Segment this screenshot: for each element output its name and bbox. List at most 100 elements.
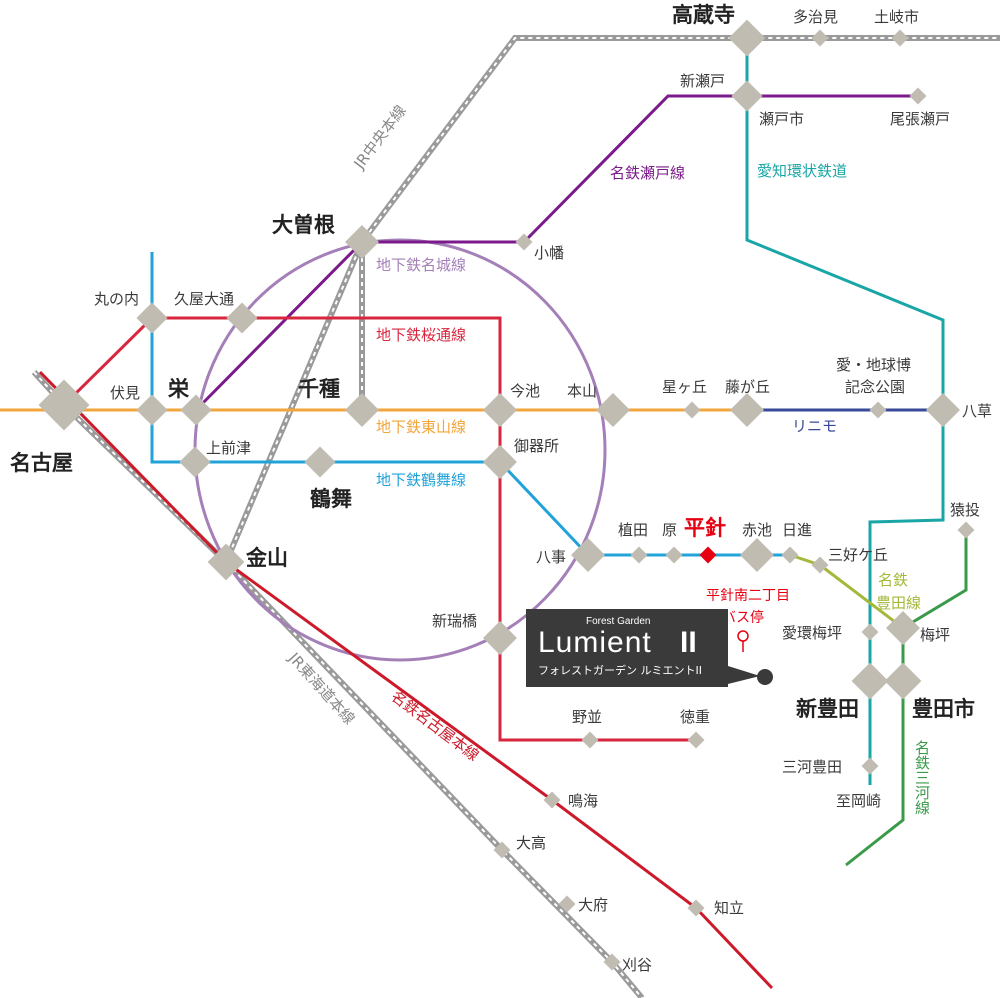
node-hara[interactable]: [665, 546, 683, 564]
node-shinmizuhashi[interactable]: [483, 621, 517, 655]
station-akaike: 赤池: [742, 521, 772, 539]
line-label-aichi-loop: 愛知環状鉄道: [757, 162, 847, 180]
bus-stop-label: バス停: [722, 609, 764, 626]
node-shintoyota[interactable]: [851, 662, 889, 700]
node-fushimi[interactable]: [136, 394, 168, 426]
line-label-sakuradori: 地下鉄桜通線: [376, 326, 466, 344]
station-motoyama: 本山: [567, 382, 597, 400]
station-hirabari: 平針: [684, 516, 726, 540]
property-tagline: Forest Garden: [586, 616, 650, 627]
station-miyoshi: 三好ケ丘: [828, 546, 888, 564]
line-label-meitetsu-mikawa: 名鉄三河線: [913, 740, 931, 815]
node-toki[interactable]: [891, 29, 909, 47]
sakuradori-line: [62, 316, 696, 742]
node-marunouchi[interactable]: [136, 302, 168, 334]
node-hirabari[interactable]: [699, 546, 717, 564]
property-name: Lumient: [538, 626, 652, 659]
node-kanayama[interactable]: [207, 543, 245, 581]
node-setoshi[interactable]: [731, 80, 763, 112]
station-sakae: 栄: [167, 377, 190, 401]
node-tsurumai[interactable]: [304, 446, 336, 478]
node-odaka[interactable]: [493, 841, 511, 859]
station-owariseto: 尾張瀬戸: [890, 110, 950, 128]
station-toki: 土岐市: [874, 8, 919, 26]
line-label-meitetsu-seto: 名鉄瀬戸線: [610, 164, 685, 182]
property-callout: Forest Garden Lumient II フォレストガーデン ルミエント…: [526, 609, 773, 687]
node-narumi[interactable]: [543, 791, 561, 809]
node-chikusa[interactable]: [345, 393, 379, 427]
node-imaike[interactable]: [483, 393, 517, 427]
station-nagoya: 名古屋: [10, 451, 73, 475]
node-kozoji[interactable]: [728, 19, 766, 57]
node-ozone[interactable]: [345, 225, 379, 259]
station-hisaya: 久屋大通: [174, 290, 234, 308]
node-kariya[interactable]: [603, 953, 621, 971]
node-ueda[interactable]: [630, 546, 648, 564]
node-expo[interactable]: [869, 401, 887, 419]
station-ozone: 大曽根: [272, 213, 335, 237]
bus-stop-name: 平針南二丁目: [706, 588, 790, 604]
station-shinmizuhashi: 新瑞橋: [432, 612, 477, 630]
node-motoyama[interactable]: [596, 393, 630, 427]
station-yakusa: 八草: [962, 402, 992, 420]
node-umetsubo[interactable]: [886, 611, 920, 645]
node-owariseto[interactable]: [909, 87, 927, 105]
station-kozoji: 高蔵寺: [672, 3, 735, 27]
station-nonami: 野並: [572, 708, 602, 726]
node-sakae[interactable]: [180, 394, 212, 426]
station-aikan-umetsubo: 愛環梅坪: [782, 624, 842, 642]
station-expo-2: 記念公園: [845, 378, 905, 396]
property-subtitle: フォレストガーデン ルミエントII: [538, 663, 702, 677]
station-obata: 小幡: [534, 244, 564, 262]
meitetsu-toyota-line: [789, 553, 904, 630]
jr-chuo-line: [223, 35, 1000, 564]
station-toyotashi: 豊田市: [912, 697, 975, 721]
line-label-linimo: リニモ: [792, 417, 837, 435]
station-fushimi: 伏見: [110, 384, 140, 402]
node-nisshin[interactable]: [781, 546, 799, 564]
station-sanagi: 猿投: [950, 501, 980, 519]
line-label-jr-chuo: JR中央本線: [350, 102, 410, 173]
station-narumi: 鳴海: [568, 792, 598, 810]
line-label-tsurumai: 地下鉄鶴舞線: [376, 471, 466, 489]
node-sanagi[interactable]: [957, 521, 975, 539]
station-ueda: 植田: [618, 521, 648, 539]
station-kanayama: 金山: [245, 546, 288, 570]
station-nisshin: 日進: [782, 521, 812, 539]
node-yagoto[interactable]: [571, 538, 605, 572]
property-numeral: II: [680, 626, 697, 659]
node-aikan-umetsubo[interactable]: [861, 623, 879, 641]
node-tokushige[interactable]: [687, 731, 705, 749]
node-kamimaezu[interactable]: [179, 446, 211, 478]
node-gokiso[interactable]: [483, 445, 517, 479]
station-chikusa: 千種: [298, 377, 340, 401]
node-hisaya[interactable]: [226, 302, 258, 334]
line-label-meitetsu-nagoya: 名鉄名古屋本線: [388, 687, 483, 765]
station-kariya: 刈谷: [622, 956, 652, 974]
station-obu: 大府: [578, 896, 608, 914]
station-odaka: 大高: [516, 834, 546, 852]
station-nodes: [38, 19, 975, 971]
node-toyotashi[interactable]: [884, 662, 922, 700]
node-mikawatoyota[interactable]: [861, 757, 879, 775]
station-setoshi: 瀬戸市: [759, 110, 804, 128]
station-hoshigaoka: 星ヶ丘: [662, 378, 707, 396]
node-fujigaoka[interactable]: [730, 393, 764, 427]
node-obata[interactable]: [515, 233, 533, 251]
node-akaike[interactable]: [740, 538, 774, 572]
node-miyoshi[interactable]: [811, 556, 829, 574]
station-mikawatoyota: 三河豊田: [782, 758, 842, 776]
node-chiryu[interactable]: [687, 899, 705, 917]
station-umetsubo: 梅坪: [920, 626, 950, 644]
node-hoshigaoka[interactable]: [683, 401, 701, 419]
node-obu[interactable]: [558, 895, 576, 913]
property-location-marker[interactable]: [757, 669, 773, 685]
line-label-higashiyama: 地下鉄東山線: [376, 418, 466, 436]
line-label-meijo: 地下鉄名城線: [376, 256, 466, 274]
line-label-meitetsu-toyota-2: 豊田線: [876, 594, 921, 612]
node-yakusa[interactable]: [926, 393, 960, 427]
node-nonami[interactable]: [581, 731, 599, 749]
station-hara: 原: [662, 521, 677, 539]
station-shinseto: 新瀬戸: [680, 72, 725, 90]
node-tajimi[interactable]: [811, 29, 829, 47]
